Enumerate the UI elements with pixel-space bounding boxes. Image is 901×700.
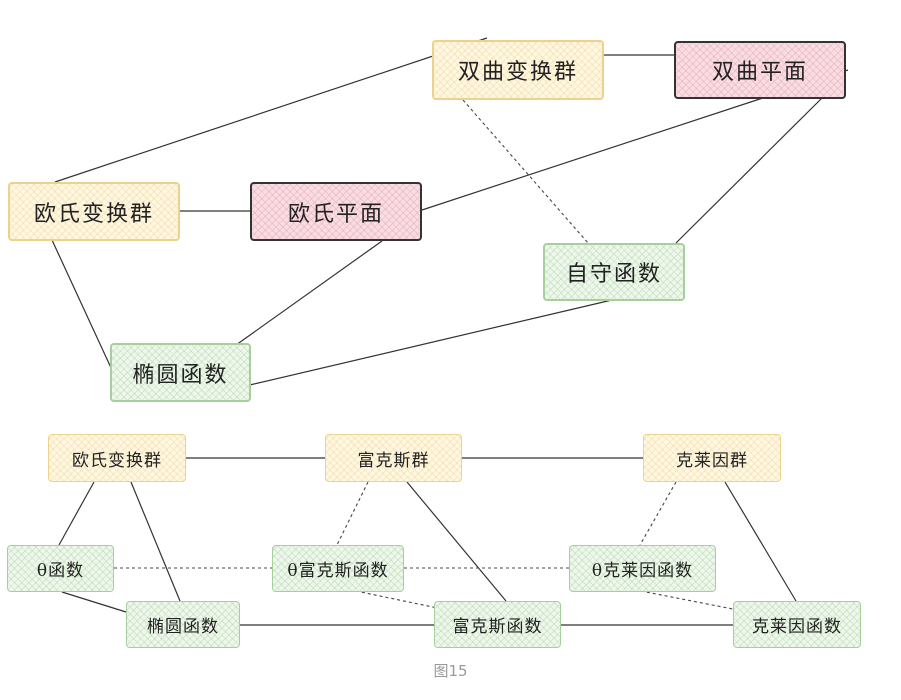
edge-b-fuchsian-group-to-fuchsian-function — [406, 481, 507, 602]
node-b-elliptic-function: 椭圆函数 — [126, 601, 240, 648]
node-b-euclidean-transform-group: 欧氏变换群 — [48, 434, 186, 482]
edge-euclidean-group-to-elliptic-function — [51, 239, 113, 371]
edge-hyperbolic-plane-to-automorphic-function — [675, 97, 823, 244]
node-automorphic-function: 自守函数 — [543, 243, 685, 301]
node-euclidean-transform-group: 欧氏变换群 — [8, 182, 180, 241]
node-b-fuchsian-group: 富克斯群 — [325, 434, 462, 482]
node-hyperbolic-transform-group: 双曲变换群 — [432, 40, 604, 100]
edge-dashed-hyperbolic-group-to-automorphic-function — [462, 99, 589, 244]
edge-dashed-fuchsian-group-to-theta-fuchsian-function — [336, 481, 369, 546]
edge-b-euclidean-group-to-theta-function — [58, 481, 95, 546]
node-euclidean-plane: 欧氏平面 — [250, 182, 422, 241]
node-b-theta-kleinian-function: θ克莱因函数 — [569, 545, 716, 592]
edge-euclidean-plane-to-elliptic-function — [235, 240, 383, 346]
edge-dashed-kleinian-group-to-theta-kleinian-function — [639, 481, 677, 546]
node-b-theta-function: θ函数 — [7, 545, 114, 592]
node-b-theta-fuchsian-function: θ富克斯函数 — [272, 545, 404, 592]
edge-dashed-theta-fuchsian-function-to-fuchsian-function — [355, 590, 453, 612]
node-elliptic-function: 椭圆函数 — [110, 343, 251, 402]
edge-euclidean-group-to-hyperbolic-group — [54, 37, 488, 183]
edge-b-kleinian-group-to-kleinian-function — [724, 481, 797, 602]
node-hyperbolic-plane: 双曲平面 — [674, 41, 846, 99]
node-b-fuchsian-function: 富克斯函数 — [434, 601, 561, 648]
node-b-kleinian-group: 克莱因群 — [643, 434, 781, 482]
node-b-kleinian-function: 克莱因函数 — [733, 601, 861, 648]
edge-dashed-theta-kleinian-function-to-kleinian-function — [640, 590, 749, 613]
edge-b-theta-function-to-elliptic-function — [61, 591, 127, 613]
figure-caption: 图15 — [433, 662, 468, 680]
edge-b-euclidean-group-to-elliptic-function — [130, 481, 181, 602]
edge-automorphic-function-to-elliptic-function — [185, 299, 613, 401]
